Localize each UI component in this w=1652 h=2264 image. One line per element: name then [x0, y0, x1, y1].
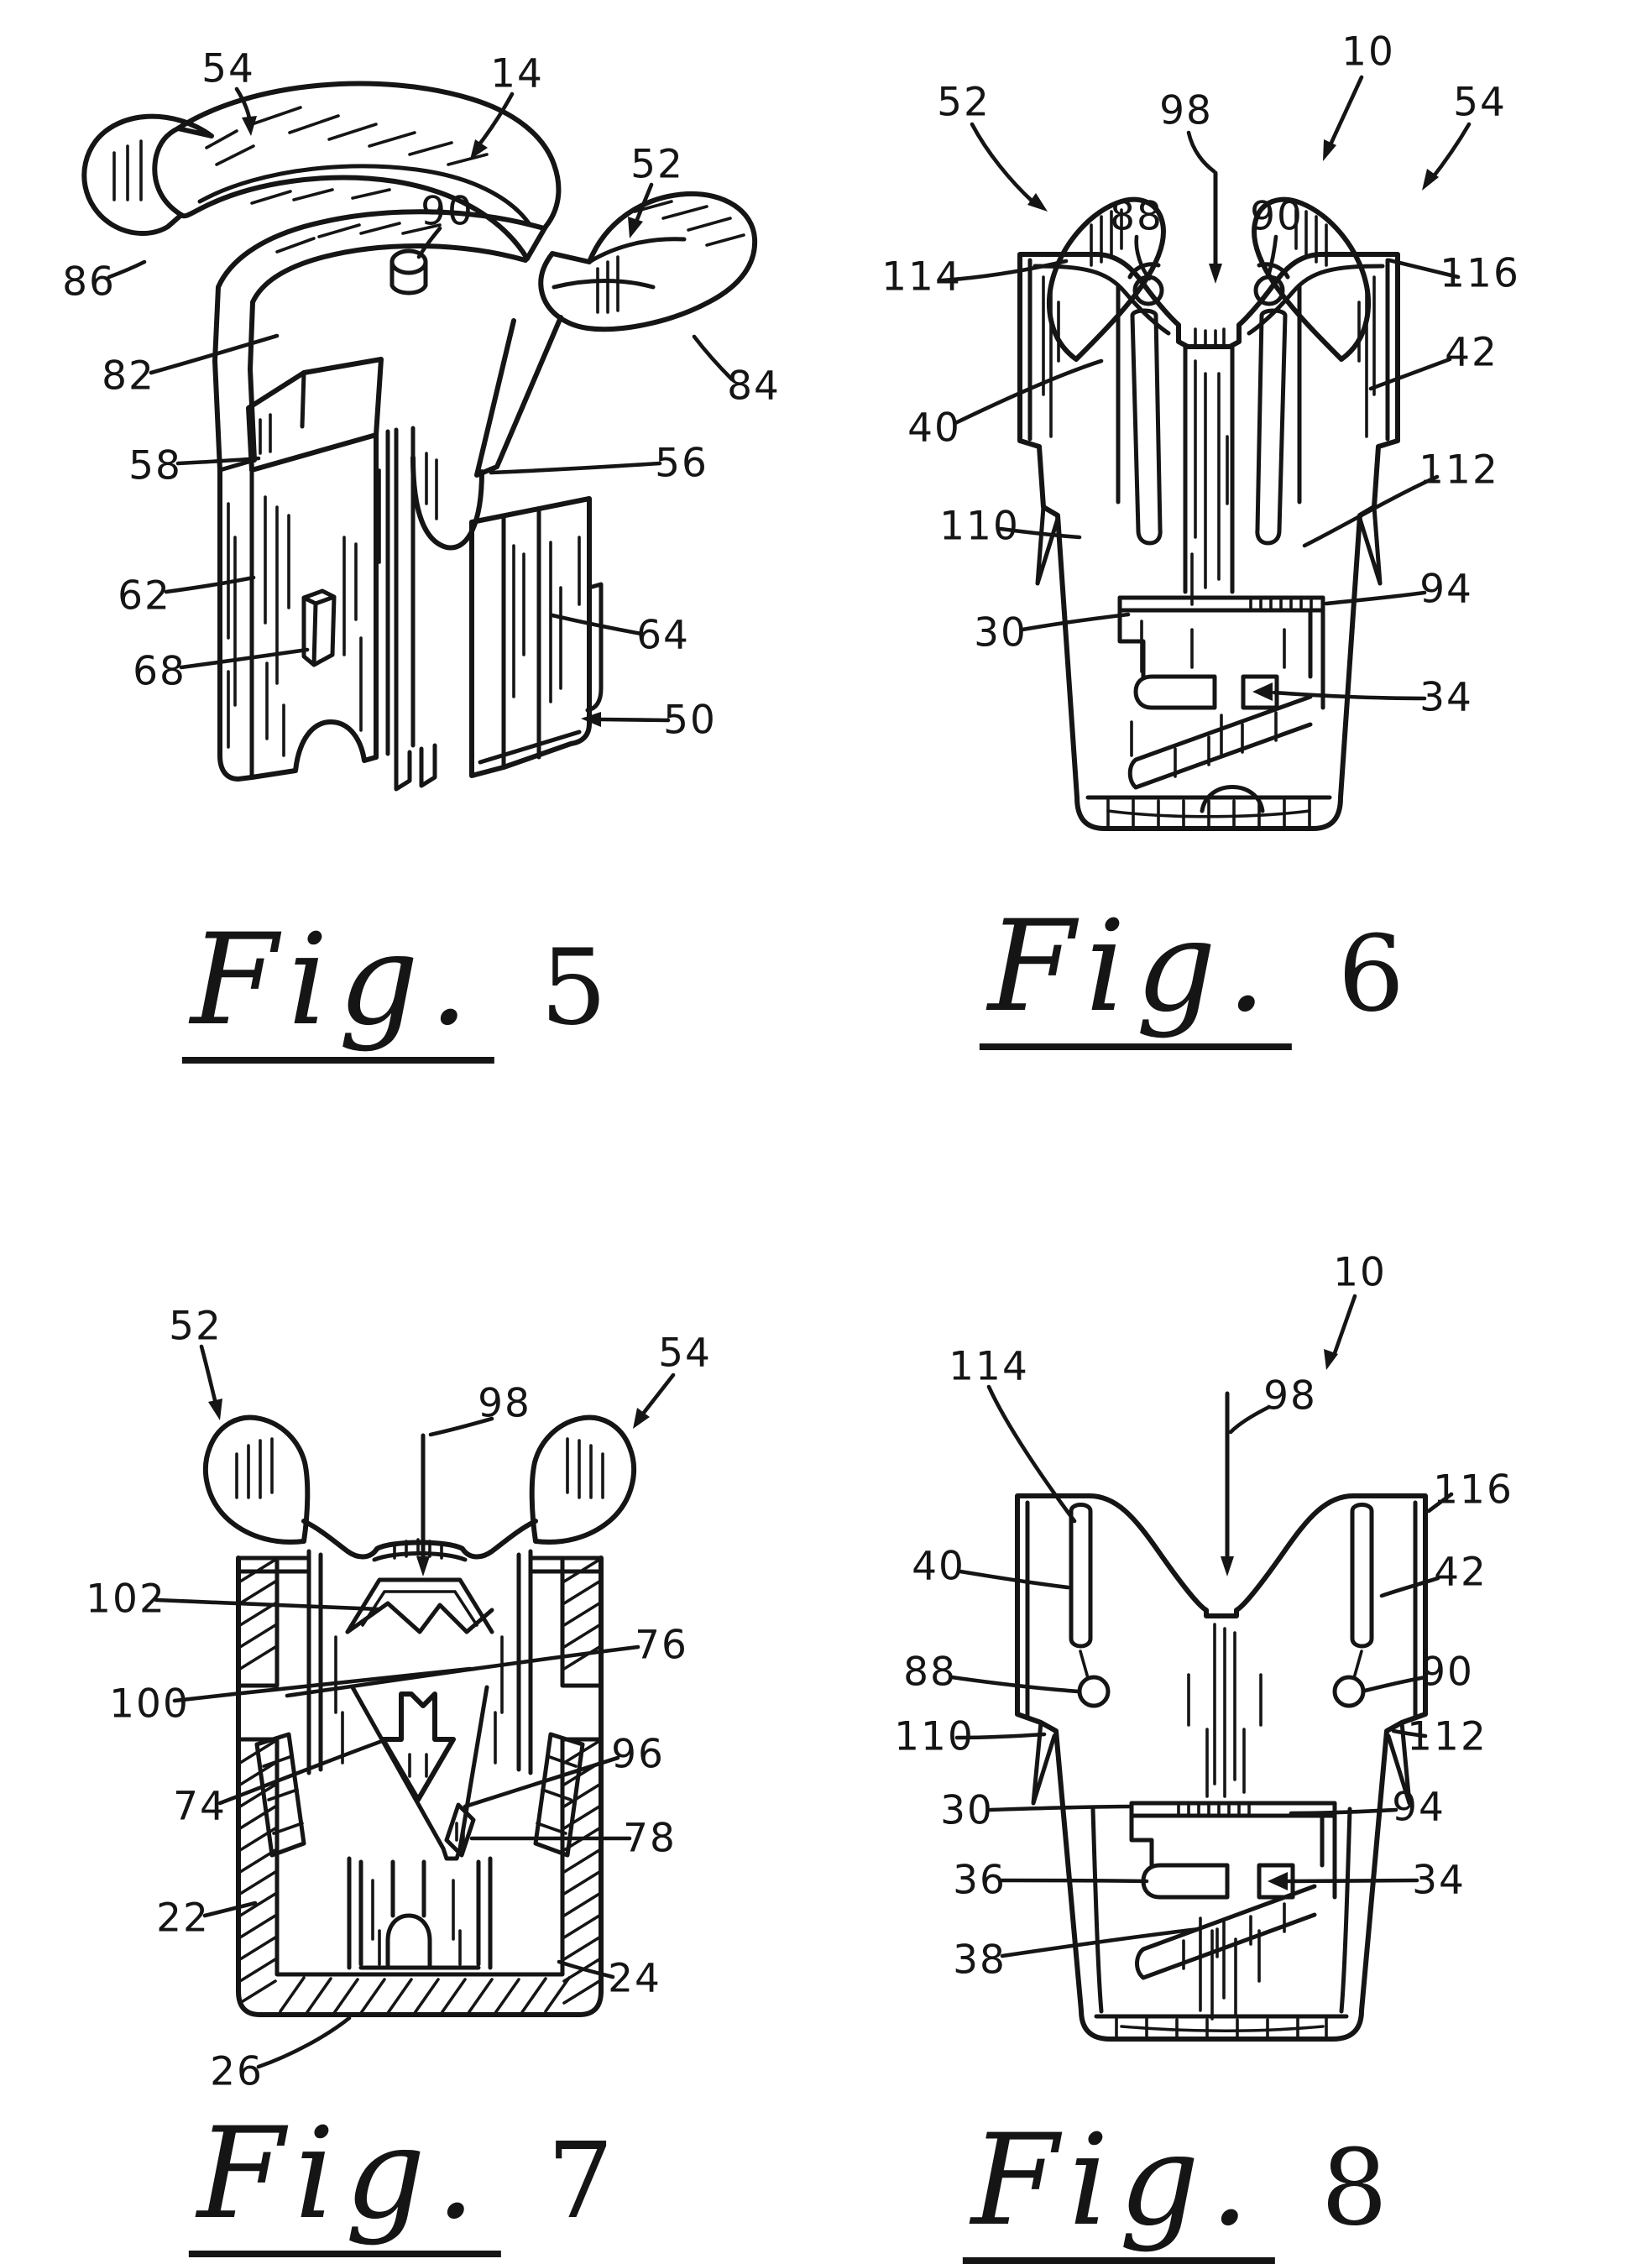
- fig7-ref-96: 96: [611, 1731, 665, 1778]
- fig8-ref-30: 30: [940, 1787, 994, 1834]
- caption-word: Fig.: [979, 894, 1292, 1050]
- fig7-ref-78: 78: [623, 1815, 677, 1862]
- fig6-ref-30: 30: [974, 609, 1027, 656]
- fig8-ref-98: 98: [1263, 1373, 1317, 1420]
- fig5-ref-64: 64: [636, 612, 690, 659]
- caption-number: 7: [546, 2120, 614, 2242]
- fig5-ref-52: 52: [630, 141, 684, 188]
- fig8-ref-90: 90: [1420, 1649, 1474, 1696]
- fig6-caption: Fig. 6: [979, 894, 1405, 1050]
- caption-word: Fig.: [188, 2101, 501, 2257]
- fig5-ref-58: 58: [128, 442, 182, 489]
- fig5-ref-82: 82: [102, 353, 155, 400]
- fig6-ref-34: 34: [1419, 674, 1473, 721]
- fig8-ref-94: 94: [1392, 1784, 1446, 1831]
- figure-8-drawing: [949, 1294, 1454, 2042]
- caption-number: 8: [1320, 2127, 1388, 2249]
- fig8-ref-40: 40: [912, 1543, 965, 1590]
- fig5-ref-90: 90: [421, 188, 474, 235]
- fig5-caption: Fig. 5: [181, 907, 608, 1064]
- fig5-ref-14: 14: [490, 50, 544, 97]
- fig5-ref-50: 50: [663, 697, 717, 744]
- fig5-ref-54: 54: [201, 45, 255, 92]
- fig5-ref-68: 68: [133, 648, 186, 695]
- fig8-ref-110: 110: [894, 1713, 975, 1760]
- figure-6-drawing: [939, 75, 1472, 831]
- fig7-caption: Fig. 7: [188, 2101, 614, 2257]
- fig6-ref-54: 54: [1453, 79, 1507, 126]
- fig8-ref-42: 42: [1434, 1549, 1487, 1596]
- fig6-ref-10: 10: [1341, 29, 1395, 76]
- fig8-ref-34: 34: [1412, 1857, 1466, 1904]
- fig6-ref-98: 98: [1159, 87, 1213, 134]
- fig6-ref-112: 112: [1419, 447, 1499, 494]
- figure-5-drawing: [81, 81, 758, 792]
- fig8-ref-36: 36: [953, 1857, 1006, 1904]
- fig6-ref-114: 114: [881, 254, 962, 301]
- fig7-ref-52: 52: [169, 1303, 222, 1350]
- fig8-ref-114: 114: [949, 1343, 1029, 1390]
- caption-number: 6: [1337, 913, 1405, 1035]
- fig7-ref-54: 54: [658, 1330, 712, 1377]
- fig6-ref-90: 90: [1250, 193, 1304, 240]
- fig8-ref-38: 38: [953, 1937, 1006, 1984]
- fig8-ref-88: 88: [903, 1649, 957, 1696]
- fig5-ref-86: 86: [62, 259, 116, 306]
- fig6-ref-110: 110: [939, 503, 1020, 550]
- fig7-ref-76: 76: [635, 1622, 688, 1669]
- fig6-ref-88: 88: [1110, 193, 1163, 240]
- fig8-ref-116: 116: [1433, 1467, 1513, 1514]
- caption-word: Fig.: [181, 907, 494, 1064]
- fig8-caption: Fig. 8: [962, 2108, 1388, 2264]
- fig6-ref-52: 52: [937, 79, 991, 126]
- fig6-ref-42: 42: [1445, 329, 1498, 376]
- fig6-ref-40: 40: [907, 405, 961, 452]
- fig7-ref-98: 98: [478, 1380, 531, 1427]
- fig7-ref-102: 102: [86, 1576, 166, 1623]
- fig5-ref-84: 84: [727, 363, 781, 410]
- fig7-ref-74: 74: [173, 1783, 227, 1830]
- fig6-ref-94: 94: [1419, 566, 1473, 613]
- caption-number: 5: [540, 927, 608, 1048]
- fig7-ref-22: 22: [156, 1895, 210, 1942]
- fig6-ref-116: 116: [1440, 250, 1520, 297]
- fig8-ref-10: 10: [1333, 1249, 1387, 1296]
- fig8-ref-112: 112: [1407, 1713, 1487, 1760]
- fig5-ref-62: 62: [118, 573, 171, 620]
- fig7-ref-24: 24: [608, 1955, 661, 2002]
- fig7-ref-100: 100: [109, 1681, 190, 1728]
- figure-7-drawing: [154, 1344, 676, 2069]
- fig7-ref-26: 26: [210, 2048, 264, 2095]
- caption-word: Fig.: [962, 2108, 1275, 2264]
- fig5-ref-56: 56: [655, 440, 708, 487]
